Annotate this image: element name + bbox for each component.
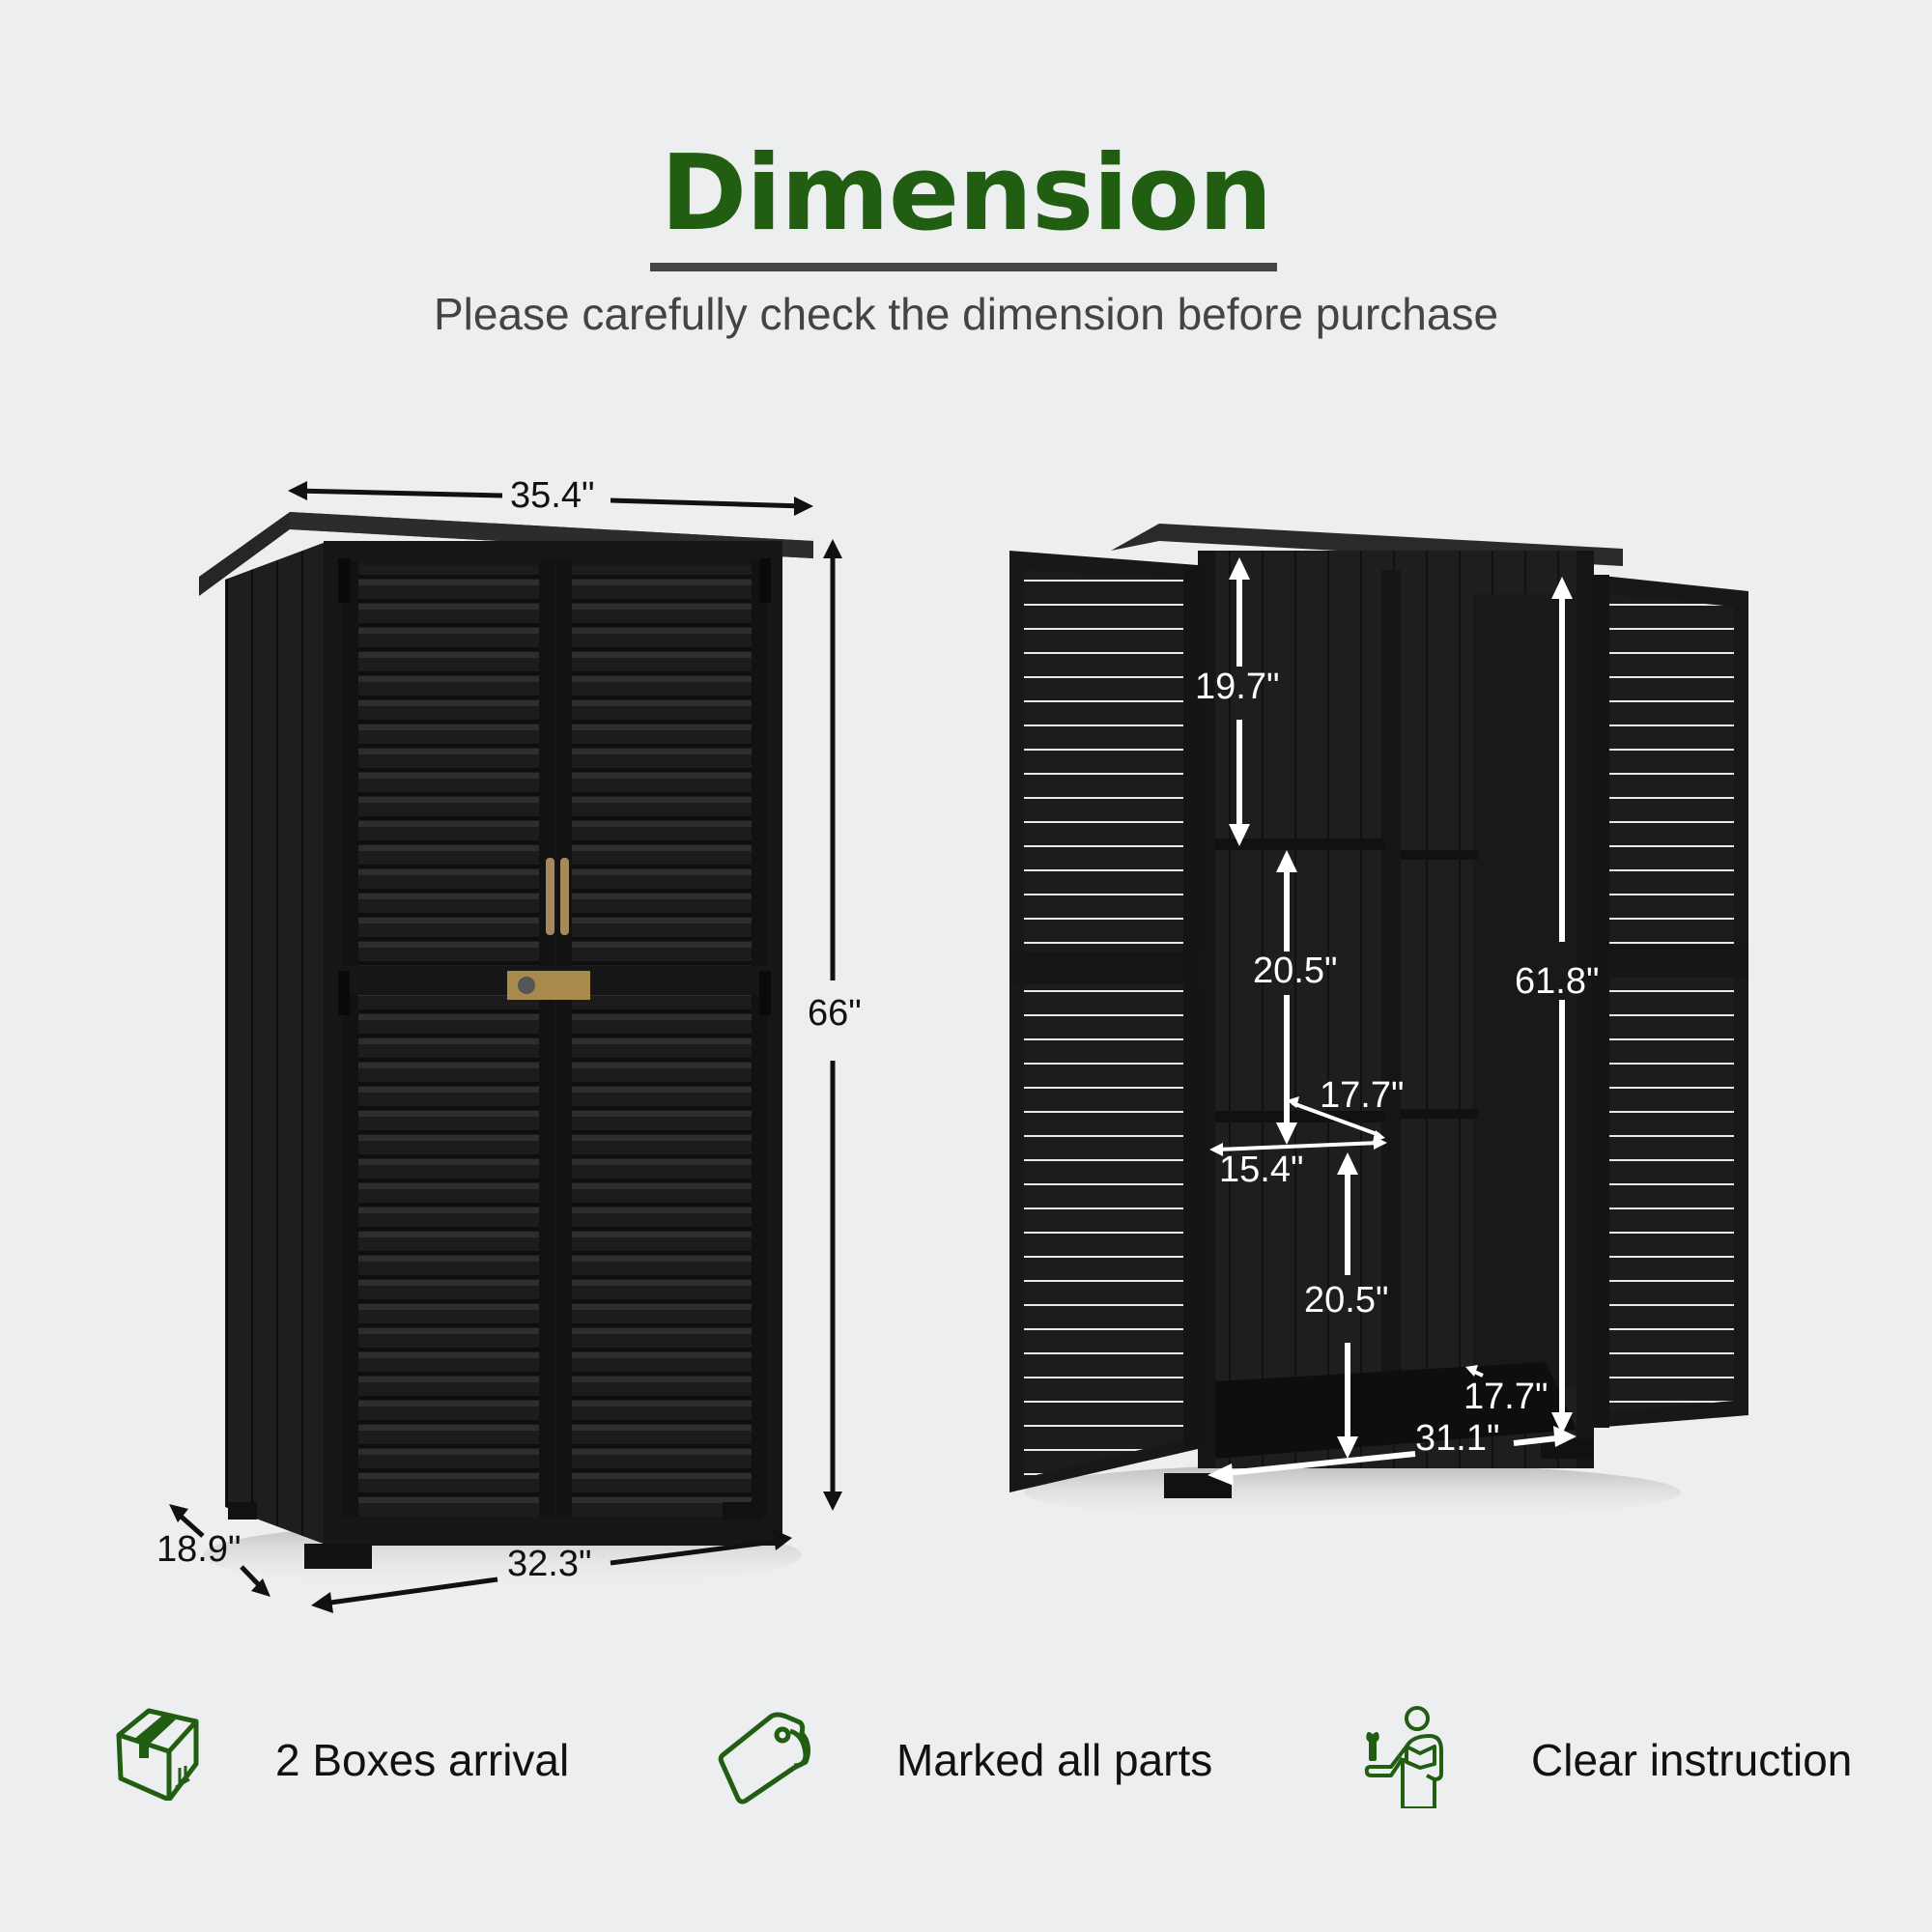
feature-marked-parts-label: Marked all parts	[896, 1735, 1213, 1785]
feature-boxes-label: 2 Boxes arrival	[275, 1735, 570, 1785]
base-width-label: 32.3"	[507, 1544, 592, 1584]
bottom-compartment-height-label: 20.5"	[1304, 1280, 1389, 1321]
interior-height-label: 61.8"	[1515, 961, 1600, 1002]
shelf-depth-label: 17.7"	[1320, 1075, 1405, 1116]
page-title: Dimension	[660, 133, 1273, 254]
page-subtitle: Please carefully check the dimension bef…	[433, 289, 1499, 339]
door-handle-left	[546, 858, 554, 935]
depth-label: 18.9"	[156, 1529, 242, 1570]
tag-icon	[717, 1712, 819, 1804]
open-cabinet-image	[1009, 524, 1748, 1521]
title-underline	[650, 263, 1277, 271]
box-icon	[114, 1708, 207, 1803]
middle-compartment-height-label: 20.5"	[1253, 951, 1338, 991]
closed-cabinet-image	[169, 481, 842, 1613]
instruction-icon	[1362, 1706, 1455, 1810]
floor-depth-label: 17.7"	[1463, 1377, 1548, 1417]
door-handle-right	[560, 858, 569, 935]
floor-width-label: 31.1"	[1415, 1418, 1500, 1459]
shelf-width-label: 15.4"	[1219, 1150, 1304, 1190]
top-compartment-height-label: 19.7"	[1195, 667, 1280, 707]
height-label: 66"	[808, 993, 862, 1034]
feature-instruction-label: Clear instruction	[1531, 1735, 1853, 1785]
roof-width-label: 35.4"	[510, 475, 595, 516]
